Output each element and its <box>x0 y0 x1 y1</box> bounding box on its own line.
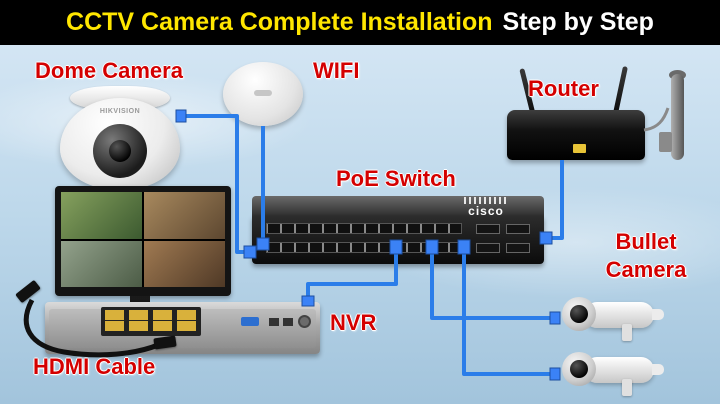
router-antenna-right <box>613 66 628 114</box>
poe-switch: cisco <box>252 196 544 264</box>
nvr-ethernet-row <box>103 310 199 320</box>
nvr-usb-port <box>283 318 293 326</box>
bullet-camera-tail <box>652 309 664 320</box>
cisco-brand-text: cisco <box>468 204 504 218</box>
cctv-view-3 <box>61 240 142 287</box>
wifi-ap-logo-icon <box>254 90 272 96</box>
dome-camera-lens-icon <box>109 140 131 162</box>
bullet-camera-2 <box>556 347 668 401</box>
poe-switch-label: PoE Switch <box>336 166 456 191</box>
dome-camera-body: HIKVISION <box>60 98 180 190</box>
cctv-view-2 <box>144 192 225 239</box>
bullet-camera-label-line2: Camera <box>605 256 687 282</box>
dome-camera-label: Dome Camera <box>35 58 183 83</box>
cable-switch-to-bullet2 <box>462 252 558 376</box>
bullet-camera-label: Bullet Camera <box>596 228 696 283</box>
nvr-vga-port <box>241 317 259 326</box>
bullet-camera-lens-icon <box>570 360 588 378</box>
nvr-ethernet-row <box>103 321 199 331</box>
title-bar: CCTV Camera Complete Installation Step b… <box>0 0 720 45</box>
dome-camera-lens-ring <box>93 124 147 178</box>
router-body <box>507 110 645 160</box>
nvr-ethernet-ports <box>101 307 201 336</box>
switch-sfp-port <box>476 224 500 234</box>
title-highlight: CCTV Camera Complete Installation <box>66 8 493 36</box>
antenna-pole <box>671 74 684 160</box>
bullet-camera-bracket <box>622 324 632 341</box>
router-label: Router <box>528 76 599 101</box>
cctv-view-4 <box>144 240 225 287</box>
cable-router-to-switch <box>546 160 564 240</box>
poe-switch-front <box>252 216 544 264</box>
bullet-camera-hood <box>562 352 596 386</box>
switch-sfp-port <box>506 243 530 253</box>
router-wan-port <box>573 144 586 153</box>
router <box>505 66 647 162</box>
switch-sfp-port <box>506 224 530 234</box>
dome-camera-brand: HIKVISION <box>99 108 141 115</box>
switch-port-row-bottom <box>266 242 462 253</box>
cisco-logo: cisco <box>464 197 508 217</box>
wifi-label: WIFI <box>313 58 360 83</box>
outdoor-antenna <box>658 70 694 168</box>
hdmi-plug-monitor-end <box>15 279 41 304</box>
nvr-usb-port <box>269 318 279 326</box>
poe-switch-top: cisco <box>252 196 544 217</box>
antenna-mount <box>659 132 672 152</box>
monitor-screen <box>61 192 225 287</box>
cctv-view-1 <box>61 192 142 239</box>
bullet-camera-bracket <box>622 379 632 396</box>
dome-camera: HIKVISION <box>60 86 180 192</box>
cisco-bridge-icon <box>464 197 508 204</box>
title-rest: Step by Step <box>502 8 654 36</box>
nvr <box>45 302 320 354</box>
bullet-camera-lens-icon <box>570 305 588 323</box>
nvr-label: NVR <box>330 310 377 335</box>
wifi-access-point <box>223 62 303 126</box>
switch-port-row-top <box>266 223 462 234</box>
nvr-power-button <box>298 315 311 328</box>
bullet-camera-1 <box>556 292 668 346</box>
bullet-camera-hood <box>562 297 596 331</box>
bullet-camera-label-line1: Bullet <box>615 229 677 254</box>
bullet-camera-tail <box>652 364 664 375</box>
hdmi-cable-label: HDMI Cable <box>33 354 156 379</box>
switch-sfp-port <box>476 243 500 253</box>
cctv-monitor <box>55 186 231 296</box>
